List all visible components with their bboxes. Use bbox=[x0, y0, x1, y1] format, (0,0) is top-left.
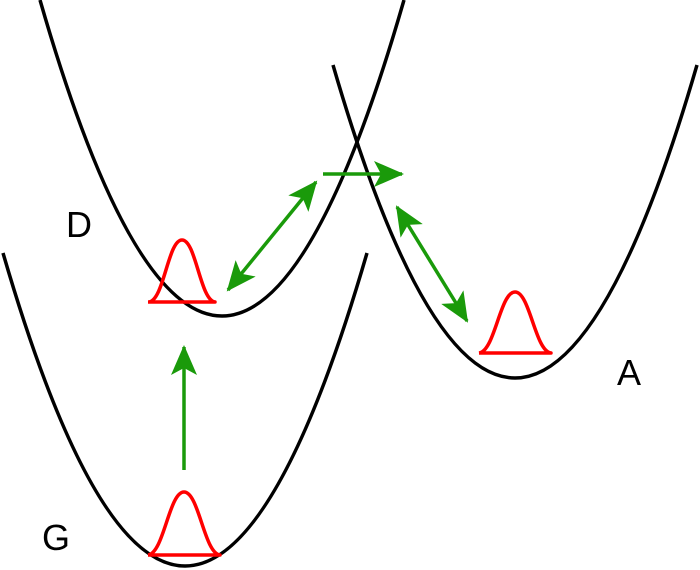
wavepacket-d bbox=[148, 238, 217, 304]
wavepacket-g bbox=[147, 490, 222, 557]
double-arrow-a bbox=[395, 205, 469, 323]
double-arrow-d bbox=[226, 180, 318, 292]
potential-curve-g bbox=[1, 252, 369, 568]
label-g: G bbox=[42, 517, 71, 558]
label-a: A bbox=[617, 352, 642, 393]
potential-curve-d bbox=[38, 0, 406, 318]
potential-curve-a bbox=[331, 64, 699, 380]
label-d: D bbox=[66, 204, 92, 245]
wavepacket-a bbox=[478, 290, 553, 355]
